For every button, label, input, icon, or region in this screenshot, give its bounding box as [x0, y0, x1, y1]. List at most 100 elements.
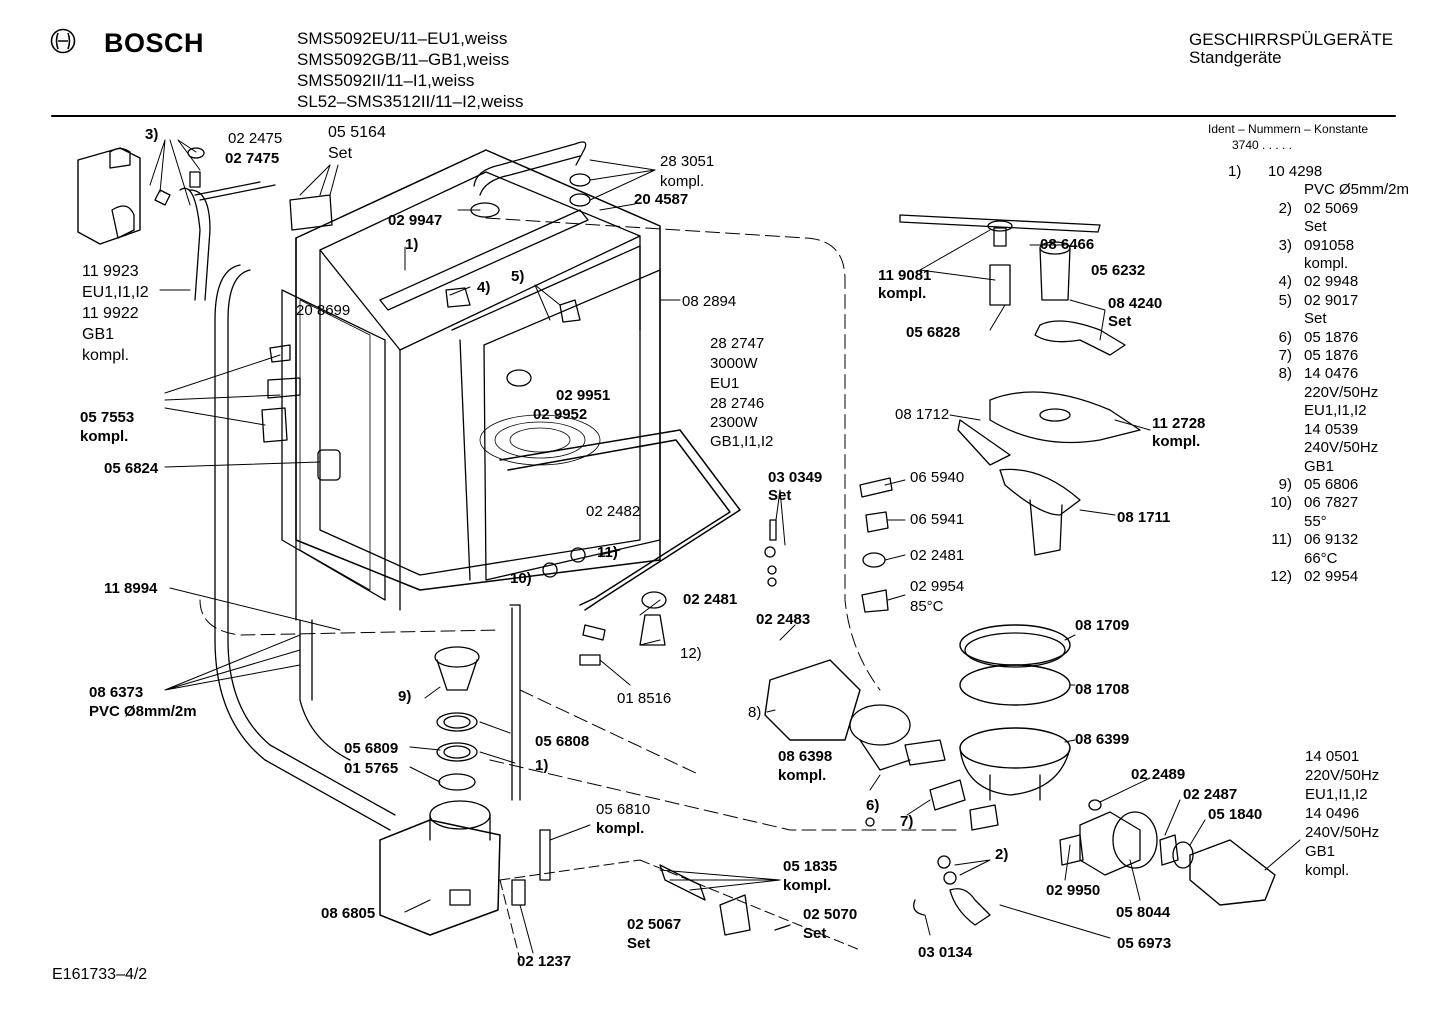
bosch-armature-logo-icon: [50, 28, 76, 54]
label-set-c: Set: [803, 925, 827, 942]
legend-row: GB1: [1228, 458, 1409, 476]
legend-value: 10 4298: [1268, 163, 1323, 180]
legend-row: 55°: [1228, 513, 1409, 531]
label-85c: 85°C: [910, 598, 944, 615]
label-05-6810: 05 6810: [596, 801, 651, 818]
label-03-0349: 03 0349: [768, 469, 823, 486]
label-05-6232: 05 6232: [1091, 262, 1146, 279]
legend-number: [1228, 513, 1304, 531]
legend-value: PVC Ø5mm/2m: [1304, 181, 1410, 199]
label-220v: 220V/50Hz: [1305, 767, 1380, 784]
legend-value: kompl.: [1304, 255, 1349, 273]
label-08-6373: 08 6373: [89, 684, 144, 701]
legend-number: [1228, 421, 1304, 439]
label-kompl-b: kompl.: [82, 347, 130, 364]
legend-number: [1228, 439, 1304, 457]
label-05-6973: 05 6973: [1117, 935, 1172, 952]
label-05-8044: 05 8044: [1116, 904, 1171, 921]
legend-row: 4) 02 9948: [1228, 273, 1409, 291]
label-08-6399: 08 6399: [1075, 731, 1130, 748]
label-kompl-e: kompl.: [783, 877, 832, 894]
brand-name: BOSCH: [104, 28, 205, 58]
label-14-0496: 14 0496: [1305, 805, 1360, 822]
legend-value: 220V/50Hz: [1304, 383, 1379, 401]
legend-value: GB1: [1304, 457, 1335, 475]
label-01-5765: 01 5765: [344, 760, 399, 777]
label-kompl-g: kompl.: [1152, 433, 1201, 450]
label-02-7475: 02 7475: [225, 150, 280, 167]
legend-value: 55°: [1304, 512, 1327, 530]
legend-value: 02 5069: [1304, 199, 1359, 217]
label-02-5070: 02 5070: [803, 906, 858, 923]
legend-number: 12): [1270, 567, 1292, 585]
legend-row: 7)05 1876: [1228, 347, 1409, 365]
label-pvc-8mm: PVC Ø8mm/2m: [89, 703, 197, 720]
legend-row: 10)06 7827: [1228, 494, 1409, 512]
label-eu1-i1-i2: EU1,I1,I2: [82, 284, 149, 301]
label-set-d: Set: [1108, 313, 1132, 330]
legend-number: 11): [1271, 531, 1292, 549]
legend-row: 12) 02 9954: [1228, 568, 1409, 586]
legend-value: 02 9954: [1304, 567, 1359, 585]
legend-number: [1228, 458, 1304, 476]
legend-row: 3)091058: [1228, 237, 1409, 255]
label-11-2728: 11 2728: [1152, 415, 1206, 432]
label-11-8994: 11 8994: [104, 580, 158, 597]
label-02-5067: 02 5067: [627, 916, 682, 933]
label-05-7553: 05 7553: [80, 409, 135, 426]
label-kompl-c: kompl.: [80, 428, 129, 445]
legend-number: [1228, 384, 1304, 402]
label-2: 2): [995, 846, 1009, 863]
legend-number: 5): [1278, 291, 1292, 309]
legend-row: 11)06 9132: [1228, 531, 1409, 549]
legend-value: 02 9017: [1304, 291, 1359, 309]
label-02-9952: 02 9952: [533, 406, 588, 423]
label-20-8699: 20 8699: [296, 302, 351, 319]
legend-row: EU1,I1,I2: [1228, 402, 1409, 420]
label-gb1: GB1: [82, 326, 115, 343]
label-gb1-i1-i2: GB1,I1,I2: [710, 433, 774, 450]
label-02-9954: 02 9954: [910, 578, 965, 595]
small-parts: [154, 147, 1102, 936]
heating-element: [499, 429, 741, 611]
label-08-1712: 08 1712: [895, 406, 950, 423]
label-10: 10): [510, 570, 532, 587]
label-3000w: 3000W: [710, 355, 758, 372]
legend-row: 5) 02 9017: [1228, 292, 1409, 310]
doc-number: E161733–4/2: [52, 966, 148, 983]
dashed-lower-box: [499, 859, 861, 961]
hoses-left: [179, 181, 521, 831]
label-02-2482: 02 2482: [586, 503, 641, 520]
label-5: 5): [511, 268, 525, 285]
legend-value: 02 9948: [1304, 273, 1359, 291]
legend-value: 14 0539: [1304, 420, 1359, 438]
legend-number: [1228, 218, 1304, 236]
legend-row: 240V/50Hz: [1228, 439, 1409, 457]
label-03-0134: 03 0134: [918, 944, 973, 961]
label-9: 9): [398, 688, 412, 705]
legend-value: 05 1876: [1304, 328, 1359, 346]
upper-spray-arm-pipe: [379, 141, 589, 311]
legend-value: 66°C: [1304, 549, 1338, 567]
label-02-9951: 02 9951: [556, 387, 611, 404]
label-08-6398: 08 6398: [778, 748, 833, 765]
legend-row: kompl.: [1228, 255, 1409, 273]
label-set-b: Set: [627, 935, 651, 952]
label-7: 7): [900, 813, 914, 830]
model-line-1: SMS5092EU/11–EU1,weiss: [297, 29, 508, 48]
label-1-lower: 1): [535, 757, 549, 774]
appliance-outline-dashed: [199, 217, 961, 831]
model-line-2: SMS5092GB/11–GB1,weiss: [297, 50, 510, 69]
legend-number: [1228, 310, 1304, 328]
legend-number: 9): [1278, 475, 1292, 493]
label-02-2487: 02 2487: [1183, 786, 1238, 803]
filter-rings: [959, 624, 1071, 801]
legend-number: 4): [1278, 273, 1292, 291]
label-02-2481-a: 02 2481: [683, 591, 738, 608]
label-05-6828: 05 6828: [906, 324, 961, 341]
legend-number: 10): [1270, 494, 1292, 512]
motor-group: [764, 659, 999, 831]
label-1-upper: 1): [405, 236, 419, 253]
model-line-4: SL52–SMS3512II/11–I2,weiss: [297, 92, 524, 111]
